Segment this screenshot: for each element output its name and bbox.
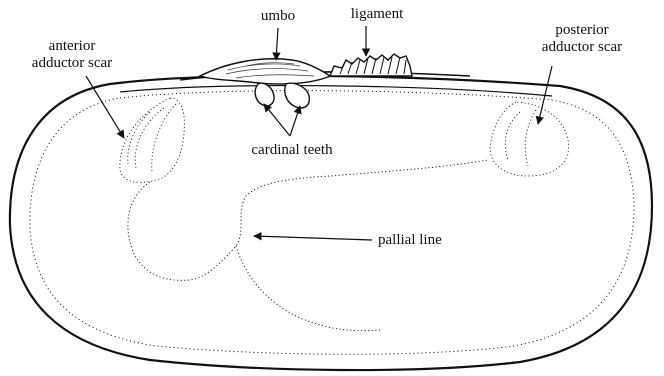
cardinal-teeth-shape [255,83,309,108]
pallial-line-label: pallial line [378,232,468,249]
umbo-arrow [276,28,278,60]
posterior-label-line2: adductor scar [522,39,642,56]
cardinal-teeth-arrow-right [290,106,300,136]
posterior-adductor-scar-label: posterior adductor scar [522,22,642,56]
cardinal-teeth-label: cardinal teeth [236,142,348,159]
pallial-line-arrow [254,236,372,240]
anterior-adductor-scar-shape [120,98,184,182]
anterior-adductor-scar-label: anterior adductor scar [8,38,136,72]
umbo-shape [200,59,330,84]
anterior-label-line1: anterior [8,38,136,55]
umbo-label: umbo [256,8,300,25]
pallial-line-lower [236,246,380,331]
posterior-label-line1: posterior [522,22,642,39]
ligament-label: ligament [340,6,414,23]
posterior-adductor-scar-shape [490,102,569,176]
pallial-line-shape [128,160,488,280]
inner-margin-line [30,91,634,355]
anterior-label-line2: adductor scar [8,55,136,72]
shell-outline [10,76,652,370]
cardinal-teeth-arrow-left [264,104,290,136]
